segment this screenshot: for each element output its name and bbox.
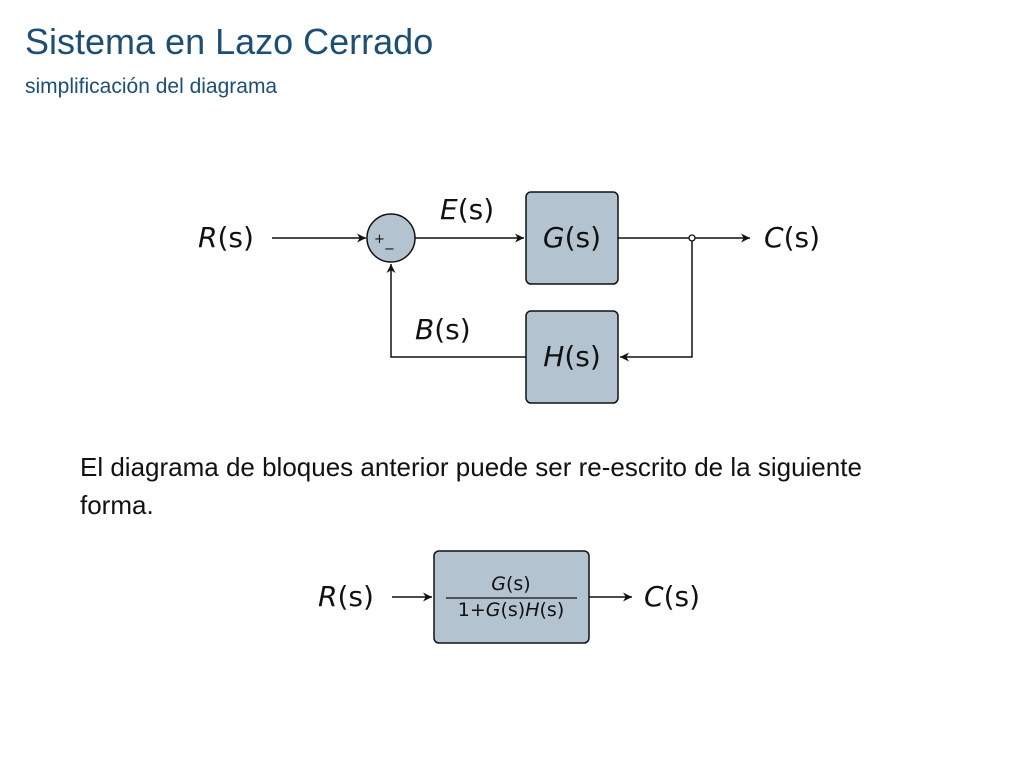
- slide-subtitle: simplificación del diagrama: [25, 75, 278, 98]
- summer-minus-sign: −: [384, 242, 395, 257]
- feedback-signal-label: B(s): [415, 313, 471, 346]
- simplified-output-label: C(s): [644, 580, 700, 613]
- error-signal-label: E(s): [440, 193, 494, 226]
- transfer-denominator: 1+G(s)H(s): [458, 599, 565, 621]
- body-paragraph: El diagrama de bloques anterior puede se…: [80, 452, 862, 520]
- forward-block: G(s): [525, 191, 619, 285]
- simplified-input-label: R(s): [318, 580, 374, 613]
- summer-plus-sign: +: [374, 232, 385, 247]
- input-signal-label: R(s): [198, 221, 254, 254]
- feedback-return-path: [620, 241, 693, 362]
- transfer-numerator: G(s): [491, 573, 530, 595]
- feedback-block-label: H(s): [543, 340, 601, 373]
- forward-block-label: G(s): [543, 221, 601, 254]
- closed-loop-transfer-block: G(s) 1+G(s)H(s): [433, 550, 590, 644]
- slide-title: Sistema en Lazo Cerrado: [25, 21, 434, 62]
- output-signal-label: C(s): [764, 221, 820, 254]
- feedback-arrow: [386, 264, 526, 358]
- summing-junction: + −: [366, 213, 416, 263]
- takeoff-point: [688, 234, 696, 242]
- feedback-block: H(s): [525, 310, 619, 404]
